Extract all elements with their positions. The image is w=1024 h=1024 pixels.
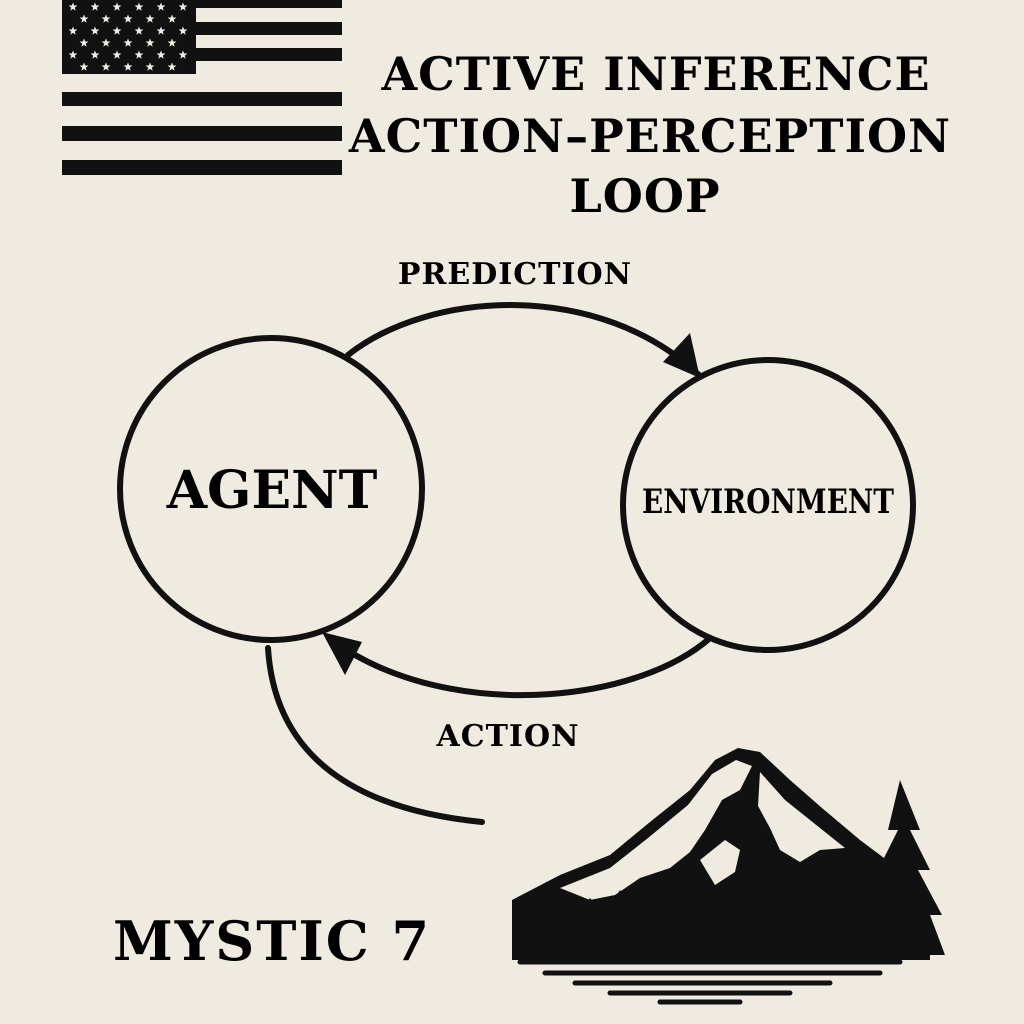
title-line-3: LOOP <box>569 169 720 223</box>
agent-circle <box>117 335 425 643</box>
flag-star <box>112 50 122 59</box>
diagram-title: ACTIVE INFERENCE ACTION–PERCEPTION LOOP <box>348 47 951 223</box>
flag-star <box>145 38 155 47</box>
flag-star <box>178 26 188 35</box>
flag-star <box>134 26 144 35</box>
flag-star <box>79 62 89 71</box>
flag-star <box>101 38 111 47</box>
flag-star <box>145 62 155 71</box>
prediction-label: PREDICTION <box>398 257 632 292</box>
prediction-arrowhead <box>663 333 700 378</box>
flag-star <box>156 50 166 59</box>
environment-node: ENVIRONMENT <box>620 357 916 653</box>
flag-star <box>101 14 111 23</box>
flag-star <box>68 26 78 35</box>
prediction-arrow <box>345 302 703 379</box>
flag-star <box>68 50 78 59</box>
flag-star <box>156 2 166 11</box>
environment-circle <box>620 357 916 653</box>
flag-star <box>167 14 177 23</box>
flag-star <box>90 26 100 35</box>
title-line-1: ACTIVE INFERENCE <box>380 47 930 101</box>
agent-tail-curve <box>265 645 485 825</box>
flag-star <box>167 38 177 47</box>
flag-star <box>90 2 100 11</box>
flag-star <box>112 2 122 11</box>
agent-node: AGENT <box>117 335 425 643</box>
action-arrow <box>352 635 713 699</box>
flag-star <box>178 50 188 59</box>
flag-star <box>101 62 111 71</box>
flag-star <box>123 14 133 23</box>
flag-star <box>134 50 144 59</box>
flag-star <box>178 2 188 11</box>
agent-label: AGENT <box>166 460 378 521</box>
flag-star <box>79 38 89 47</box>
action-arrowhead <box>322 632 362 675</box>
flag-star <box>123 38 133 47</box>
flag-star <box>134 2 144 11</box>
title-line-2: ACTION–PERCEPTION <box>348 109 951 163</box>
flag-star <box>68 2 78 11</box>
environment-label: ENVIRONMENT <box>642 482 894 522</box>
flag-star <box>90 50 100 59</box>
flag-star <box>112 26 122 35</box>
flag-star <box>79 14 89 23</box>
flag-star <box>156 26 166 35</box>
flag-star <box>167 62 177 71</box>
flag-star <box>123 62 133 71</box>
flag-star <box>145 14 155 23</box>
mountain-lake-icon <box>512 748 945 1005</box>
brand-label: MYSTIC 7 <box>113 909 431 973</box>
us-flag-icon <box>62 0 342 175</box>
action-label: ACTION <box>435 719 579 754</box>
